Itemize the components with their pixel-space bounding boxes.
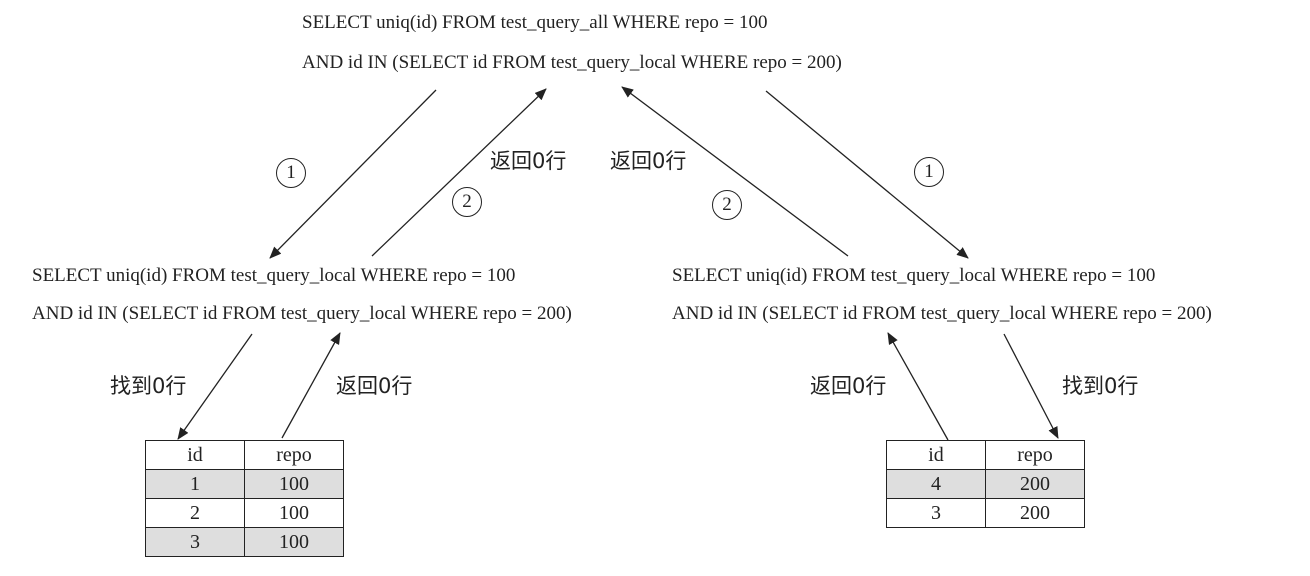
arrow-top-to-right-step1 bbox=[765, 90, 969, 259]
cell-repo: 100 bbox=[244, 498, 344, 528]
right-query-line1: SELECT uniq(id) FROM test_query_local WH… bbox=[672, 265, 1156, 286]
arrow-right-query-to-table bbox=[1003, 333, 1059, 439]
cell-id: 3 bbox=[886, 498, 986, 528]
right-returned-zero-rows-label: 返回0行 bbox=[610, 149, 687, 173]
step-2-right-marker: 2 bbox=[712, 190, 742, 220]
arrow-top-to-left-step1 bbox=[269, 89, 437, 259]
cell-repo: 100 bbox=[244, 469, 344, 499]
table-row: 4 200 bbox=[886, 469, 1085, 499]
cell-repo: 200 bbox=[985, 469, 1085, 499]
arrow-left-to-top-step2 bbox=[371, 88, 547, 257]
left-query-line1: SELECT uniq(id) FROM test_query_local WH… bbox=[32, 265, 516, 286]
cell-id: 1 bbox=[145, 469, 245, 499]
left-table-returned-zero-rows-label: 返回0行 bbox=[336, 374, 413, 398]
top-query-line2: AND id IN (SELECT id FROM test_query_loc… bbox=[302, 52, 842, 73]
header-id: id bbox=[145, 440, 245, 470]
arrow-right-table-to-query bbox=[887, 332, 949, 441]
left-returned-zero-rows-label: 返回0行 bbox=[490, 149, 567, 173]
right-query-line2: AND id IN (SELECT id FROM test_query_loc… bbox=[672, 303, 1212, 324]
arrow-right-to-top-step2 bbox=[621, 86, 849, 257]
top-query-line1: SELECT uniq(id) FROM test_query_all WHER… bbox=[302, 12, 768, 33]
right-table-returned-zero-rows-label: 返回0行 bbox=[810, 374, 887, 398]
arrow-left-table-to-query bbox=[281, 332, 341, 439]
arrow-left-query-to-table bbox=[177, 333, 253, 440]
header-repo: repo bbox=[244, 440, 344, 470]
cell-id: 4 bbox=[886, 469, 986, 499]
cell-repo: 100 bbox=[244, 527, 344, 557]
cell-id: 3 bbox=[145, 527, 245, 557]
table-row: 3 100 bbox=[145, 527, 344, 557]
left-found-zero-rows-label: 找到0行 bbox=[110, 374, 187, 398]
cell-id: 2 bbox=[145, 498, 245, 528]
step-1-right-marker: 1 bbox=[914, 157, 944, 187]
header-id: id bbox=[886, 440, 986, 470]
table-row: 2 100 bbox=[145, 498, 344, 528]
step-2-left-marker: 2 bbox=[452, 187, 482, 217]
left-shard-table: id repo 1 100 2 100 3 100 bbox=[145, 440, 344, 557]
header-repo: repo bbox=[985, 440, 1085, 470]
step-1-left-marker: 1 bbox=[276, 158, 306, 188]
right-shard-table: id repo 4 200 3 200 bbox=[886, 440, 1085, 528]
right-found-zero-rows-label: 找到0行 bbox=[1062, 374, 1139, 398]
table-header-row: id repo bbox=[145, 440, 344, 470]
cell-repo: 200 bbox=[985, 498, 1085, 528]
table-row: 3 200 bbox=[886, 498, 1085, 528]
table-header-row: id repo bbox=[886, 440, 1085, 470]
left-query-line2: AND id IN (SELECT id FROM test_query_loc… bbox=[32, 303, 572, 324]
table-row: 1 100 bbox=[145, 469, 344, 499]
